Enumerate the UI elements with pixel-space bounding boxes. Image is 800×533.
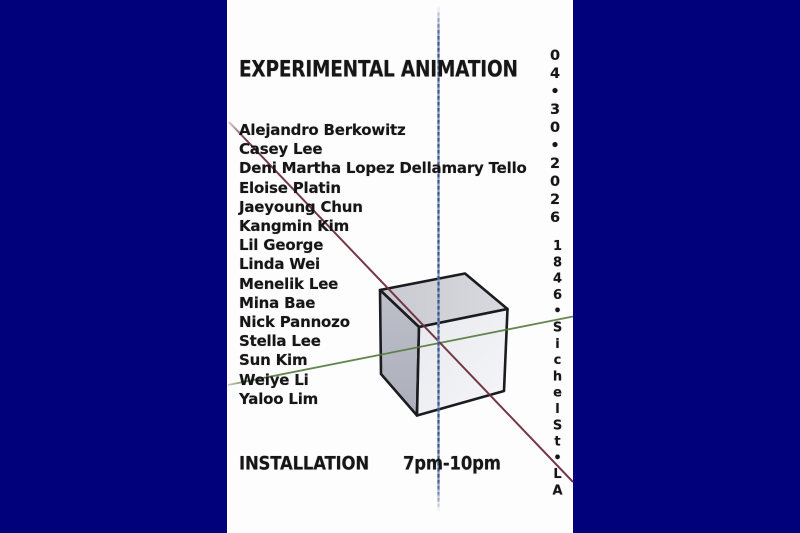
artist-list: Alejandro Berkowitz Casey Lee Deni Marth…: [239, 121, 527, 409]
event-type-label: INSTALLATION: [239, 452, 369, 474]
artist-name: Linda Wei: [239, 255, 320, 274]
artist-name: Mina Bae: [239, 293, 316, 312]
artist-name: Menelik Lee: [239, 274, 339, 293]
artist-name: Sun Kim: [239, 351, 308, 370]
event-time-label: 7pm-10pm: [403, 452, 501, 474]
event-address-vertical: 1846•SichelSt•LA: [550, 239, 565, 500]
artist-name: Yaloo Lim: [239, 389, 319, 408]
poster-title: EXPERIMENTAL ANIMATION: [239, 57, 518, 83]
event-date-vertical: 04•30•2026: [547, 48, 563, 228]
artist-name: Deni Martha Lopez Dellamary Tello: [239, 159, 527, 178]
artist-name: Jaeyoung Chun: [239, 197, 363, 216]
artist-name: Lil George: [239, 236, 324, 255]
poster-content: EXPERIMENTAL ANIMATION Alejandro Berkowi…: [227, 0, 573, 533]
artist-name: Stella Lee: [239, 332, 321, 351]
artist-name: Nick Pannozo: [239, 313, 350, 332]
artist-name: Alejandro Berkowitz: [239, 121, 406, 139]
artist-name: Eloise Platin: [239, 178, 341, 197]
artist-name: Weiye Li: [239, 370, 309, 389]
artist-name: Kangmin Kim: [239, 217, 350, 236]
artist-name: Casey Lee: [239, 140, 323, 159]
